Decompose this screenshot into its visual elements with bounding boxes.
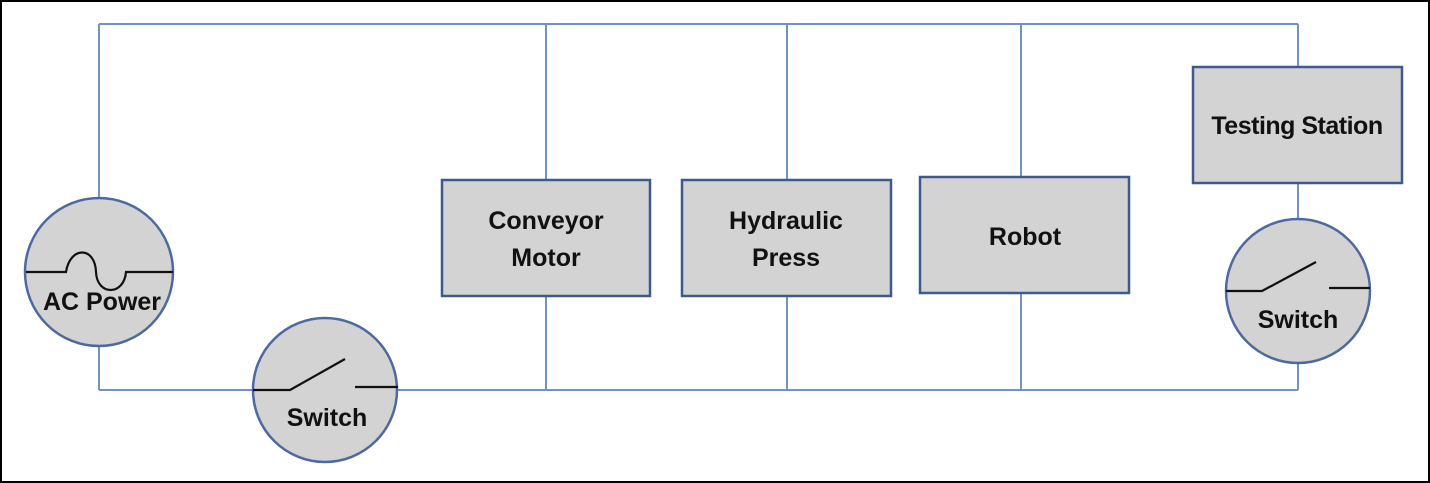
robot-box: Robot	[918, 175, 1131, 295]
conveyor-motor-label-line1: Conveyor	[488, 207, 604, 235]
switch-open-contact-icon	[1226, 261, 1370, 293]
ac-power-source: AC Power	[23, 196, 175, 348]
hydraulic-press-label-line1: Hydraulic	[729, 207, 843, 235]
hydraulic-press-label-line2: Press	[752, 244, 820, 272]
testing-switch-label: Switch	[1258, 306, 1339, 334]
switch-open-contact-icon	[253, 358, 398, 392]
conveyor-motor-box: Conveyor Motor	[440, 178, 652, 298]
main-switch-label: Switch	[287, 404, 368, 432]
ac-wave-icon	[26, 251, 173, 291]
wiring	[98, 23, 1299, 391]
conveyor-motor-label-line2: Motor	[511, 244, 581, 272]
testing-station-box: Testing Station	[1191, 65, 1404, 185]
ac-power-label: AC Power	[43, 288, 161, 316]
main-switch[interactable]: Switch	[251, 316, 399, 464]
testing-station-label: Testing Station	[1211, 112, 1382, 140]
robot-label: Robot	[989, 223, 1062, 251]
hydraulic-press-box: Hydraulic Press	[680, 178, 893, 298]
testing-switch[interactable]: Switch	[1224, 217, 1372, 365]
